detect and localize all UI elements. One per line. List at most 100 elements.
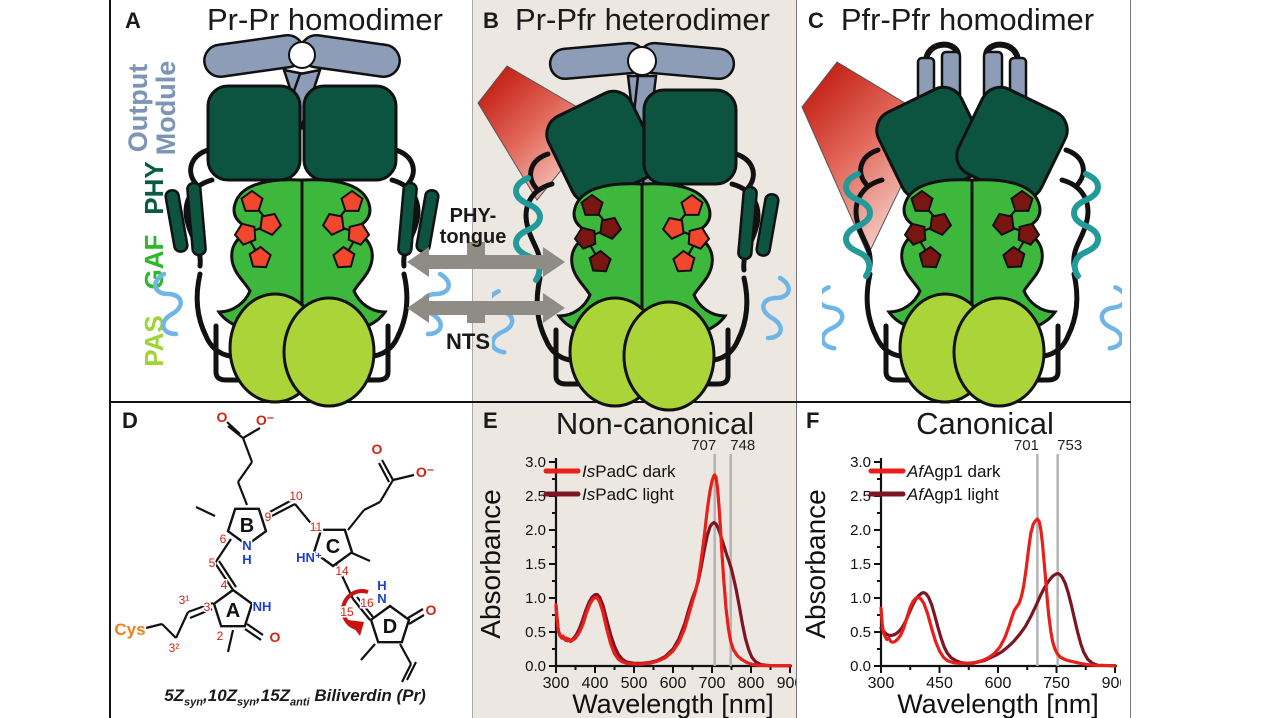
structure-label: N bbox=[242, 538, 251, 553]
structure-label: O bbox=[372, 441, 383, 457]
x-tick-label: 450 bbox=[926, 675, 953, 692]
chromophore-ring bbox=[248, 245, 272, 269]
y-tick-label: 0.5 bbox=[850, 624, 871, 641]
conversion-arrows bbox=[407, 242, 565, 323]
panel-letter-c: C bbox=[808, 8, 824, 33]
chromophore-ring bbox=[918, 245, 942, 269]
y-tick-label: 0.0 bbox=[850, 658, 871, 675]
chromophore-ring bbox=[910, 189, 934, 212]
y-tick-label: 2.0 bbox=[525, 522, 546, 539]
phy-tongue-label: PHY- tongue bbox=[408, 206, 538, 248]
chromophore-ring bbox=[929, 212, 953, 237]
phy-tongue-sheet bbox=[164, 188, 189, 253]
caption-part: syn bbox=[237, 696, 257, 709]
phy-tongue-helix bbox=[1071, 171, 1101, 279]
y-tick-label: 3.0 bbox=[525, 454, 546, 471]
pas-domain bbox=[282, 296, 376, 408]
dimer-a bbox=[153, 34, 451, 408]
legend-entry: AfAgp1 dark bbox=[906, 462, 1001, 481]
phy-tongue-sheet bbox=[755, 192, 780, 257]
x-tick-label: 700 bbox=[699, 675, 726, 692]
structure-label: 3¹ bbox=[179, 593, 190, 607]
chromophore-ring bbox=[661, 216, 685, 241]
structure-label: N bbox=[377, 591, 386, 606]
y-tick-label: 0.0 bbox=[525, 658, 546, 675]
panel-c-title: Pfr-Pfr homodimer bbox=[840, 2, 1095, 37]
structure-label: D bbox=[383, 616, 397, 638]
protomer-right-Pr bbox=[640, 88, 791, 387]
structure-label: HN⁺ bbox=[296, 550, 322, 565]
nts-helix bbox=[153, 271, 183, 337]
caption-part: anti bbox=[290, 696, 310, 709]
panel-letter-f: F bbox=[806, 408, 820, 433]
nts-helix bbox=[822, 285, 845, 351]
structure-label: 10 bbox=[289, 489, 303, 503]
panel-f-title: Canonical bbox=[916, 406, 1054, 441]
phy-tongue-sheet bbox=[186, 181, 207, 257]
structure-label: O⁻ bbox=[416, 464, 434, 480]
panel-b-title: Pr-Pfr heterodimer bbox=[515, 2, 770, 37]
y-tick-label: 1.5 bbox=[850, 556, 871, 573]
chromophore-ring bbox=[672, 249, 696, 273]
pyrrole-ring bbox=[312, 528, 354, 568]
phy-domain bbox=[206, 84, 302, 182]
panel-e-title: Non-canonical bbox=[555, 406, 755, 441]
chromophore-ring bbox=[573, 226, 597, 250]
phy-tongue-sheet bbox=[397, 181, 418, 257]
structure-label: O⁻ bbox=[256, 412, 274, 428]
caption-part: ,15Z bbox=[256, 686, 291, 705]
caption-part: 5Z bbox=[164, 686, 185, 705]
caption-part: Biliverdin (Pr) bbox=[309, 686, 426, 705]
x-axis-title: Wavelength [nm] bbox=[897, 689, 1099, 718]
chromophore-ring bbox=[580, 193, 604, 216]
rotation-arrow bbox=[341, 589, 369, 630]
phy-domain bbox=[302, 84, 398, 182]
structure-label: C bbox=[326, 536, 340, 558]
structure-label: B bbox=[240, 515, 254, 537]
nts-arrow bbox=[407, 293, 565, 323]
legend-entry: AfAgp1 light bbox=[906, 485, 999, 504]
panel-letter-d: D bbox=[122, 408, 138, 433]
y-tick-label: 1.5 bbox=[525, 556, 546, 573]
legend-entry: IsPadC dark bbox=[582, 462, 676, 481]
panel-a-title: Pr-Pr homodimer bbox=[207, 2, 443, 37]
spectrum-afagp1-light bbox=[879, 571, 1117, 668]
x-tick-label: 500 bbox=[621, 675, 648, 692]
dimer-c bbox=[822, 41, 1122, 408]
chromophore-ring bbox=[588, 249, 612, 273]
chromophore-ring bbox=[340, 189, 364, 212]
divider-left bbox=[109, 0, 111, 718]
chromophore-ring bbox=[233, 222, 257, 246]
y-tick-label: 0.5 bbox=[525, 624, 546, 641]
chromophore-ring bbox=[903, 222, 927, 246]
x-tick-label: 600 bbox=[660, 675, 687, 692]
chromophore-ring bbox=[321, 212, 345, 237]
chromophore-ring bbox=[599, 216, 623, 241]
nts-helix bbox=[1099, 285, 1122, 351]
phy-tongue-arrow bbox=[407, 242, 565, 277]
chromophore-ring bbox=[347, 222, 371, 246]
chromophore-ring bbox=[680, 193, 704, 216]
pyrrole-ring bbox=[212, 588, 254, 628]
structure-label: 6 bbox=[220, 532, 227, 546]
spectrum-ispadc-dark bbox=[554, 473, 792, 668]
pyrrole-ring bbox=[226, 507, 268, 547]
structure-label: 2 bbox=[217, 629, 224, 643]
axes: 3004506007509000.00.51.01.52.02.53.0 bbox=[850, 454, 1121, 692]
phy-domain bbox=[642, 88, 738, 186]
chromophore-ring bbox=[1010, 189, 1034, 212]
chromophore-ring bbox=[991, 212, 1015, 237]
y-tick-label: 1.0 bbox=[525, 590, 546, 607]
x-tick-label: 300 bbox=[868, 675, 895, 692]
y-axis-title: Absorbance bbox=[803, 489, 831, 638]
pas-domain bbox=[952, 296, 1046, 408]
y-tick-label: 2.5 bbox=[525, 488, 546, 505]
structure-label: Cys bbox=[114, 620, 145, 639]
divider-right bbox=[1130, 0, 1131, 718]
chromophore-ring bbox=[1017, 222, 1041, 246]
y-tick-label: 3.0 bbox=[850, 454, 871, 471]
caption-part: syn bbox=[184, 696, 204, 709]
